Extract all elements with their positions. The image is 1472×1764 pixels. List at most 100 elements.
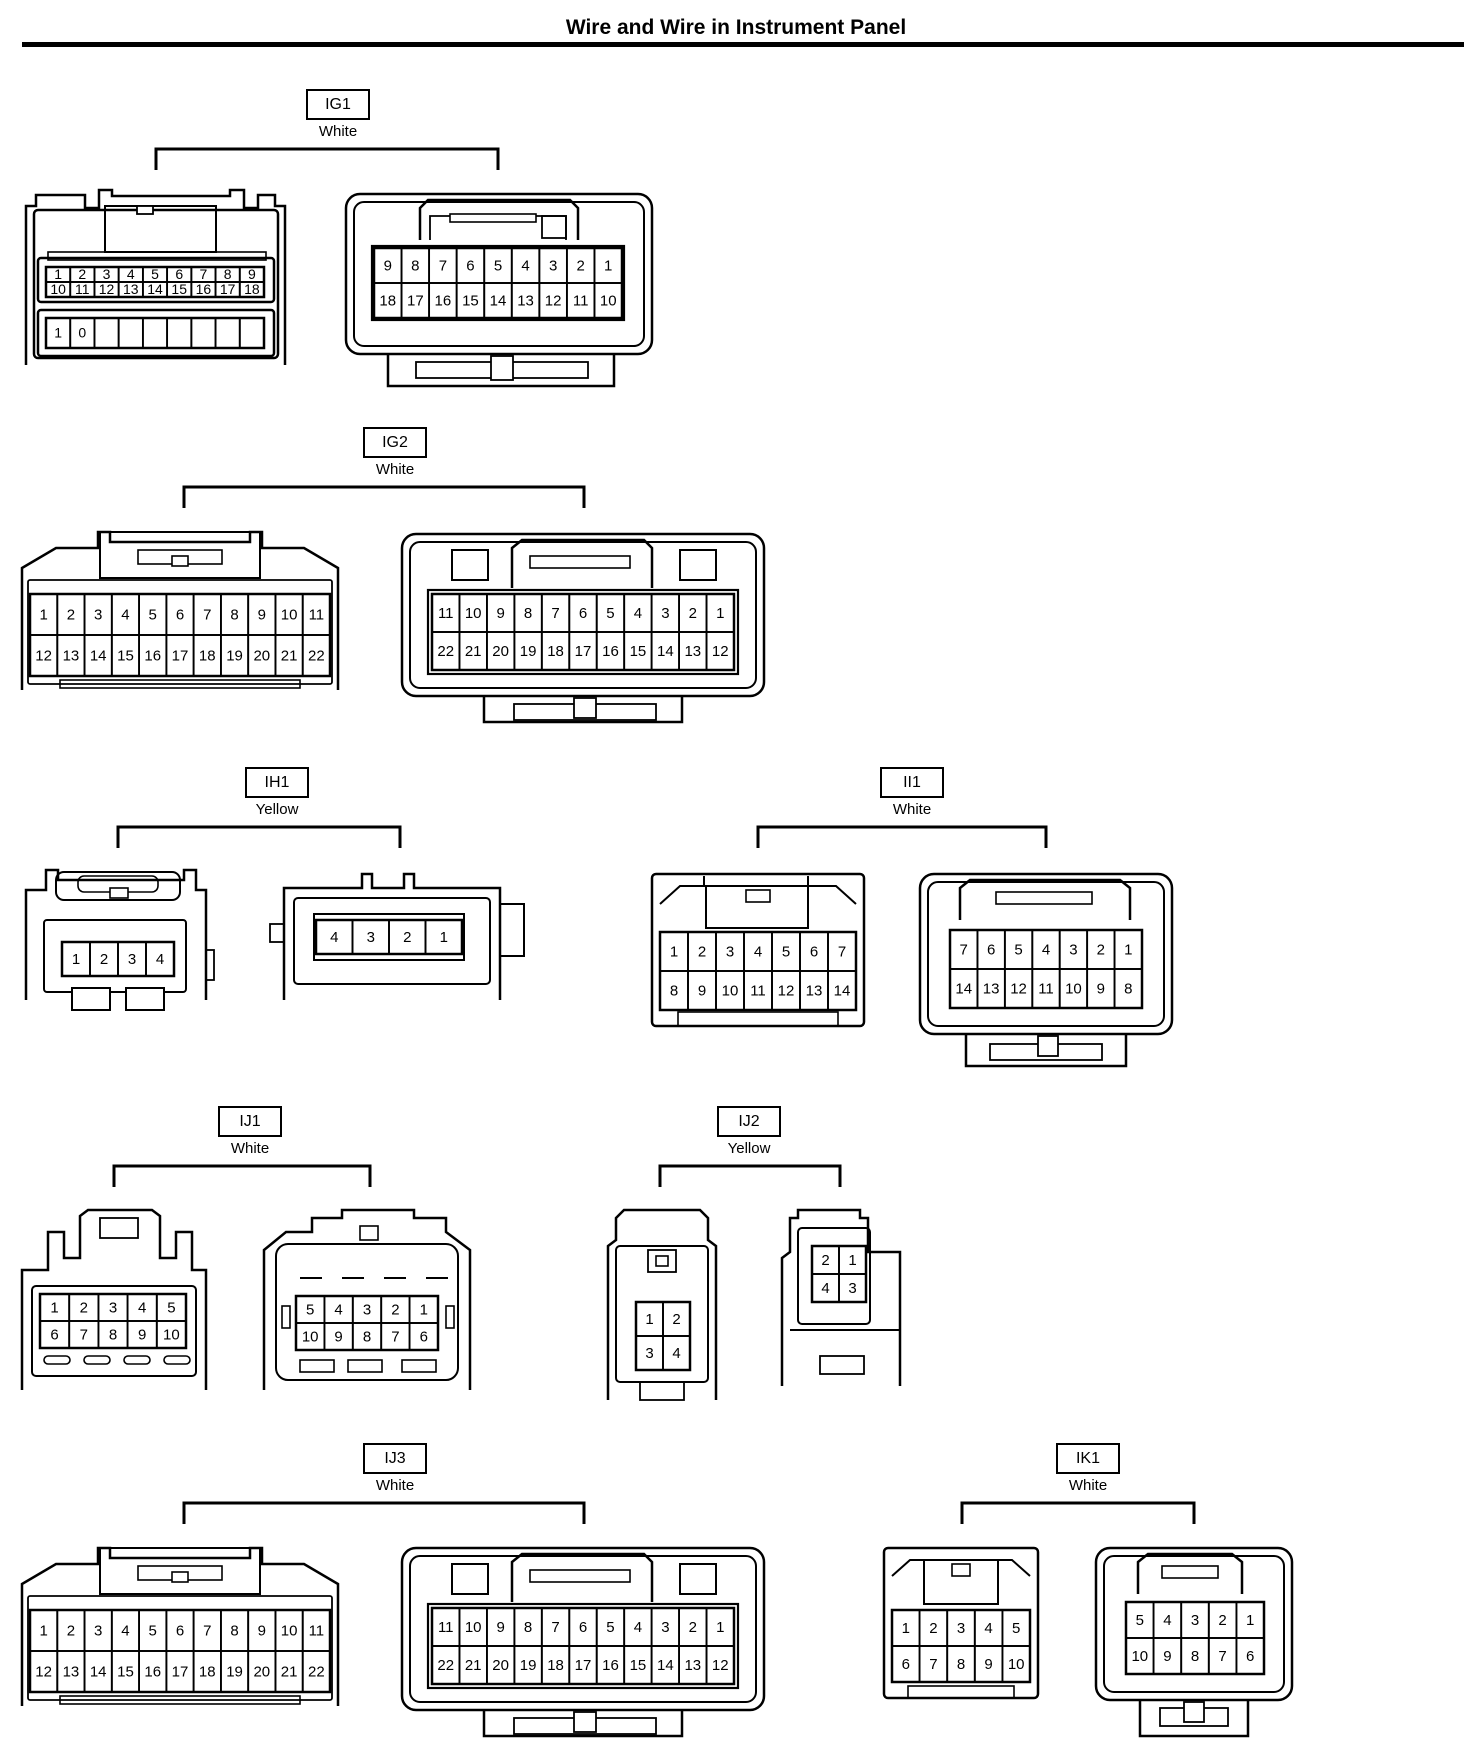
pin-cell	[238, 281, 265, 298]
connector-bracket	[116, 825, 402, 848]
pin-number: 9	[1163, 1648, 1171, 1665]
pin-number: 9	[138, 1326, 146, 1343]
pin-number: 5	[1012, 1620, 1020, 1637]
pin-cell	[593, 282, 623, 319]
housing-part	[451, 549, 489, 581]
pin-number: 1	[670, 943, 678, 960]
pin-number: 14	[834, 982, 851, 999]
pin-number: 2	[1218, 1612, 1226, 1629]
pin-number: 5	[149, 1622, 157, 1639]
connector-code: IG2	[382, 434, 408, 451]
housing-part	[205, 949, 215, 981]
pin-number: 2	[698, 943, 706, 960]
pin-number: 11	[438, 1619, 454, 1636]
housing-part	[573, 1711, 597, 1733]
housing-part	[163, 1355, 191, 1365]
connector-code: IK1	[1076, 1450, 1100, 1467]
connector-code: IJ1	[239, 1113, 260, 1130]
housing-outline	[891, 1559, 924, 1577]
pin-number: 13	[684, 1657, 701, 1674]
pin-number: 16	[602, 1657, 619, 1674]
pin-number: 2	[67, 1622, 75, 1639]
pin-number: 15	[117, 647, 134, 664]
pin-number: 7	[551, 605, 559, 622]
pin-number: 2	[1097, 941, 1105, 958]
housing-part	[797, 1227, 871, 1325]
housing-part	[426, 1602, 740, 1690]
housing-part	[370, 244, 626, 322]
pin-cell	[301, 1650, 331, 1693]
connector-color: Yellow	[728, 1140, 771, 1157]
housing-part	[1094, 1546, 1294, 1702]
pin-cell	[408, 1322, 439, 1351]
housing-part	[293, 897, 491, 985]
pin-number: 17	[172, 1663, 189, 1680]
pin-cell	[838, 1273, 867, 1303]
pin-number: 4	[984, 1620, 992, 1637]
housing-part	[918, 872, 1174, 1036]
pin-number: 10	[1008, 1656, 1025, 1673]
housing-part	[951, 1563, 971, 1577]
pin-number: 6	[50, 1326, 58, 1343]
connector-code: IG1	[325, 96, 351, 113]
housing-part	[409, 1555, 757, 1703]
pin-number: 7	[960, 941, 968, 958]
housing-part	[745, 889, 771, 903]
pin-number: 6	[176, 606, 184, 623]
pin-number: 2	[67, 606, 75, 623]
pin-number: 21	[281, 1663, 298, 1680]
housing-outline	[780, 1208, 902, 1386]
pin-number: 2	[689, 605, 697, 622]
pin-number: 6	[579, 605, 587, 622]
housing-part	[31, 1285, 197, 1377]
housing-part	[99, 531, 261, 579]
pin-number: 3	[1191, 1612, 1199, 1629]
pin-number: 13	[63, 647, 80, 664]
pin-number: 10	[302, 1328, 319, 1345]
housing-part	[59, 1695, 301, 1705]
housing-outline	[24, 188, 287, 365]
housing-part	[400, 1546, 766, 1712]
pin-number: 18	[199, 647, 216, 664]
housing-part	[541, 215, 567, 239]
housing-part	[426, 588, 740, 676]
pin-number: 15	[117, 1663, 134, 1680]
pin-number: 1	[54, 325, 62, 341]
pin-number: 2	[78, 266, 86, 282]
housing-part	[47, 251, 267, 261]
housing-part	[171, 1571, 189, 1583]
pin-number: 22	[437, 1657, 454, 1674]
pin-number: 10	[1065, 980, 1082, 997]
pin-number: 20	[253, 1663, 270, 1680]
pin-cell	[155, 1320, 187, 1349]
pin-number: 1	[716, 1619, 724, 1636]
pin-number: 19	[226, 647, 243, 664]
pin-number: 6	[175, 266, 183, 282]
connector-color: White	[319, 123, 357, 140]
pin-number: 6	[579, 1619, 587, 1636]
pin-number: 6	[902, 1656, 910, 1673]
pin-number: 7	[200, 266, 208, 282]
pin-number: 12	[712, 1657, 729, 1674]
pin-number: 12	[99, 281, 115, 297]
pin-number: 16	[196, 281, 212, 297]
pin-number: 1	[39, 606, 47, 623]
pin-number: 3	[645, 1345, 653, 1362]
pin-number: 4	[138, 1299, 146, 1316]
housing-part	[359, 1225, 379, 1241]
housing-part	[281, 1305, 291, 1329]
connector-bracket	[658, 1164, 842, 1187]
pin-number: 4	[634, 1619, 642, 1636]
pin-number: 8	[224, 266, 232, 282]
pin-number: 11	[438, 605, 454, 622]
pin-number: 18	[379, 292, 396, 309]
pin-number: 4	[821, 1280, 829, 1297]
